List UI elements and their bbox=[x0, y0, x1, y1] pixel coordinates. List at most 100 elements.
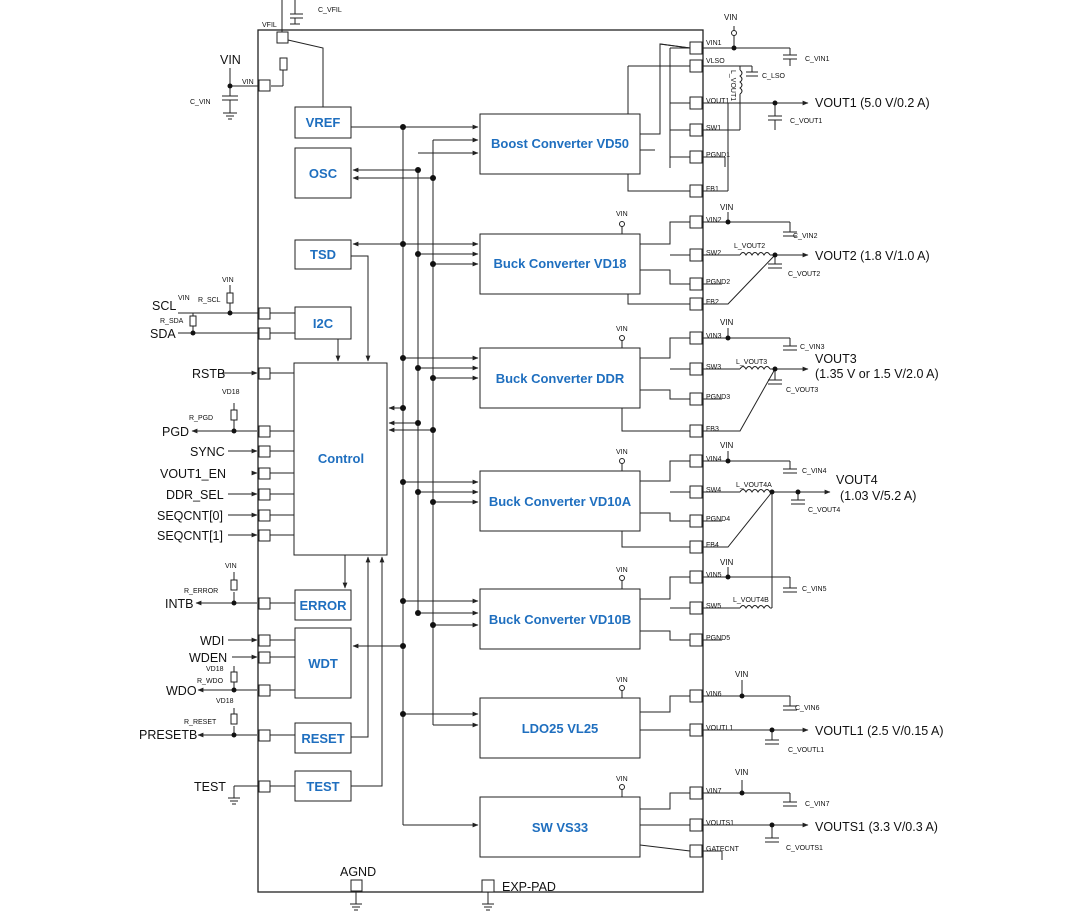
scl-label: SCL bbox=[152, 299, 176, 313]
vd18-pgd-label: VD18 bbox=[222, 389, 240, 396]
c-voutl1-label: C_VOUTL1 bbox=[788, 747, 824, 754]
c-vin7-label: C_VIN7 bbox=[805, 801, 830, 808]
external-junctions bbox=[725, 30, 801, 828]
l-vout2-label: L_VOUT2 bbox=[734, 243, 765, 250]
vin-r7-label: VIN bbox=[735, 768, 749, 777]
c-vout4-label: C_VOUT4 bbox=[808, 507, 840, 514]
c-vout2-label: C_VOUT2 bbox=[788, 271, 820, 278]
vin-g3-label: VIN bbox=[616, 326, 628, 333]
i2c-label: I2C bbox=[313, 316, 334, 331]
c-vin3-label: C_VIN3 bbox=[800, 344, 825, 351]
wdi-label: WDI bbox=[200, 634, 224, 648]
voutl1-rail-label: VOUTL1 (2.5 V/0.15 A) bbox=[815, 724, 944, 738]
c-vin5-label: C_VIN5 bbox=[802, 586, 827, 593]
pgd-label: PGD bbox=[162, 425, 189, 439]
vin-top-label: VIN bbox=[220, 53, 241, 67]
vref-block: VREF bbox=[294, 106, 352, 139]
pin-voutl1: VOUTL1 bbox=[706, 725, 733, 732]
c-vin4-label: C_VIN4 bbox=[802, 468, 827, 475]
exp-pad-pin bbox=[481, 879, 495, 893]
pin-vlso: VLSO bbox=[706, 58, 725, 65]
c-vouts1-label: C_VOUTS1 bbox=[786, 845, 823, 852]
pin-vin5: VIN5 bbox=[706, 572, 722, 579]
c-vin2-label: C_VIN2 bbox=[793, 233, 818, 240]
converter-label: Boost Converter VD50 bbox=[491, 136, 629, 151]
wdt-block: WDT bbox=[294, 627, 352, 699]
converter-label: Buck Converter VD10A bbox=[489, 494, 632, 509]
c-vin1-label: C_VIN1 bbox=[805, 56, 830, 63]
converter-label: Buck Converter DDR bbox=[496, 371, 625, 386]
pin-vin4: VIN4 bbox=[706, 456, 722, 463]
vd18-rst-label: VD18 bbox=[216, 698, 234, 705]
vout4-rail-spec: (1.03 V/5.2 A) bbox=[840, 489, 916, 503]
l-vout1-label: L_VOUT1 bbox=[729, 70, 736, 101]
pin-pgnd5: PGND5 bbox=[706, 635, 730, 642]
control-block: Control bbox=[293, 362, 388, 556]
left-pins bbox=[258, 31, 289, 793]
r-reset-label: R_RESET bbox=[184, 719, 217, 726]
vin-r2-label: VIN bbox=[720, 203, 734, 212]
seqcnt1-label: SEQCNT[1] bbox=[157, 529, 223, 543]
left-junctions bbox=[190, 83, 237, 738]
converter-label: SW VS33 bbox=[532, 820, 588, 835]
vin-r6-label: VIN bbox=[735, 670, 749, 679]
vin-r1-label: VIN bbox=[724, 13, 738, 22]
vin-i2c2-label: VIN bbox=[222, 277, 234, 284]
wdo-label: WDO bbox=[166, 684, 197, 698]
c-vin6-label: C_VIN6 bbox=[795, 705, 820, 712]
tsd-label: TSD bbox=[310, 247, 336, 262]
buck-converter-vd18: Buck Converter VD18 bbox=[479, 233, 641, 295]
ddr-sel-label: DDR_SEL bbox=[166, 488, 224, 502]
pin-vin3: VIN3 bbox=[706, 333, 722, 340]
ldo25-vl25: LDO25 VL25 bbox=[479, 697, 641, 759]
pin-vin6: VIN6 bbox=[706, 691, 722, 698]
l-vout4a-label: L_VOUT4A bbox=[736, 482, 772, 489]
buck-converter-vd10a: Buck Converter VD10A bbox=[479, 470, 641, 532]
pin-vouts1: VOUTS1 bbox=[706, 820, 734, 827]
vout2-rail-label: VOUT2 (1.8 V/1.0 A) bbox=[815, 249, 930, 263]
pin-sw3: SW3 bbox=[706, 364, 721, 371]
c-vin-label: C_VIN bbox=[190, 99, 211, 106]
pin-gatecnt: GATECNT bbox=[706, 846, 740, 853]
vin-pin-label: VIN bbox=[242, 79, 254, 86]
converter-label: Buck Converter VD10B bbox=[489, 612, 631, 627]
pin-pgnd2: PGND2 bbox=[706, 279, 730, 286]
vout1-en-label: VOUT1_EN bbox=[160, 467, 226, 481]
error-label: ERROR bbox=[300, 598, 348, 613]
c-vfil-label: C_VFIL bbox=[318, 7, 342, 14]
vin-r5-label: VIN bbox=[720, 558, 734, 567]
r-sda-label: R_SDA bbox=[160, 318, 184, 325]
c-vout3-label: C_VOUT3 bbox=[786, 387, 818, 394]
vout1-rail-label: VOUT1 (5.0 V/0.2 A) bbox=[815, 96, 930, 110]
vin-g2-label: VIN bbox=[616, 211, 628, 218]
left-text: VIN C_VIN VIN VFIL C_VFIL SCL SDA VIN VI… bbox=[139, 7, 556, 894]
pin-vin2: VIN2 bbox=[706, 217, 722, 224]
pin-fb2: FB2 bbox=[706, 299, 719, 306]
pin-fb1: FB1 bbox=[706, 186, 719, 193]
pin-sw2: SW2 bbox=[706, 250, 721, 257]
l-vout4b-label: L_VOUT4B bbox=[733, 597, 769, 604]
tsd-block: TSD bbox=[294, 239, 352, 270]
test-label: TEST bbox=[194, 780, 226, 794]
vout3-rail-label: VOUT3 bbox=[815, 352, 857, 366]
sda-label: SDA bbox=[150, 327, 176, 341]
vin-g7-label: VIN bbox=[616, 776, 628, 783]
r-error-label: R_ERROR bbox=[184, 588, 218, 595]
vd18-wdo-label: VD18 bbox=[206, 666, 224, 673]
sync-label: SYNC bbox=[190, 445, 225, 459]
pin-pgnd4: PGND4 bbox=[706, 516, 730, 523]
left-wires bbox=[178, 0, 494, 911]
pin-pgnd1: PGND1 bbox=[706, 152, 730, 159]
osc-block: OSC bbox=[294, 147, 352, 199]
reset-block: RESET bbox=[294, 722, 352, 754]
i2c-block: I2C bbox=[294, 306, 352, 340]
buck-converter-vd10b: Buck Converter VD10B bbox=[479, 588, 641, 650]
vin-r4-label: VIN bbox=[720, 441, 734, 450]
wdt-label: WDT bbox=[308, 656, 338, 671]
vouts1-rail-label: VOUTS1 (3.3 V/0.3 A) bbox=[815, 820, 938, 834]
test-label: TEST bbox=[306, 779, 339, 794]
vout3-rail-spec: (1.35 V or 1.5 V/2.0 A) bbox=[815, 367, 939, 381]
presetb-label: PRESETB bbox=[139, 728, 197, 742]
pin-vin7: VIN7 bbox=[706, 788, 722, 795]
